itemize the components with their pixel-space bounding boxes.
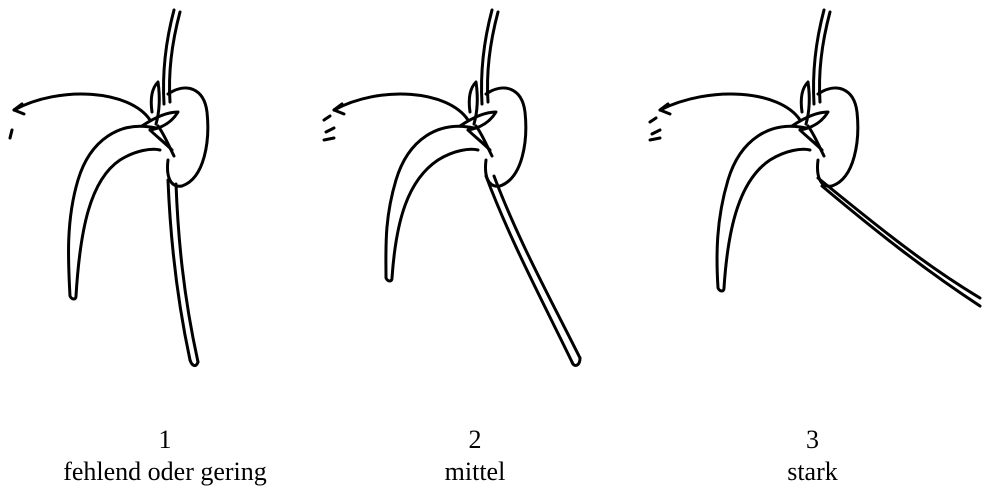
caption-label-1: fehlend oder gering [0,456,330,488]
arrow-mark [10,130,12,138]
panel-3-drawing [640,0,985,420]
panel-2-drawing [310,0,640,420]
stem-lower-back [494,176,580,358]
arrow [334,94,468,120]
stem-tip [572,358,580,365]
panel-3: 3 stark [640,0,985,498]
caption-number-3: 3 [640,424,985,456]
leaf-outer [68,126,160,299]
arrow [660,94,800,120]
spur [486,88,526,186]
caption-number-1: 1 [0,424,330,456]
panel-1-drawing [0,0,330,420]
spur [818,88,858,186]
arrow [14,94,150,120]
leaf-outer [386,126,478,281]
stem-lower [486,176,572,362]
caption-label-2: mittel [310,456,640,488]
arrow-mark [324,116,334,140]
panel-1: 1 fehlend oder gering [0,0,330,498]
stem-lower [818,178,980,298]
caption-label-3: stark [640,456,985,488]
stem-lower-back [822,186,980,306]
leaf-outer [717,126,810,291]
arrow-mark [650,118,660,140]
stem-lower-back [176,184,198,362]
caption-number-2: 2 [310,424,640,456]
panel-2: 2 mittel [310,0,640,498]
spur [168,88,208,186]
stem-lower [168,180,190,360]
